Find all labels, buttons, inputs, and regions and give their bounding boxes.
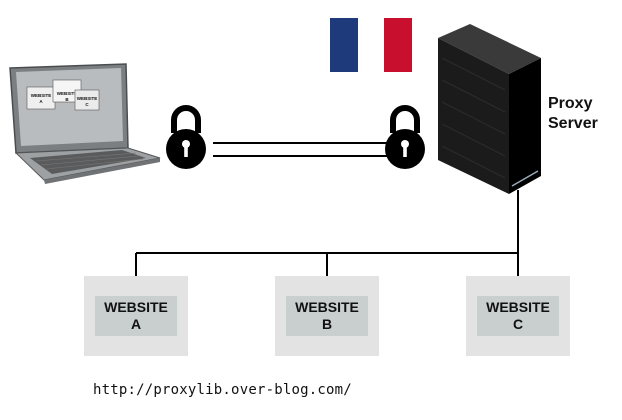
website-b-word: WEBSITE [295,299,359,315]
laptop-icon: WEBSITE A WEBSITE B WEBSITE C [9,63,161,184]
website-c-box: WEBSITE C [466,276,570,356]
laptop-window-c-letter: C [85,102,89,107]
website-c-tag: WEBSITE C [477,296,559,336]
padlock-icon [385,105,425,169]
tunnel-lines [213,142,388,157]
website-a-word: WEBSITE [104,299,168,315]
server-tower-icon [438,24,541,194]
website-a-letter: A [130,316,142,332]
proxy-label-line2: Server [548,115,598,132]
network-lines [135,190,519,276]
laptop-window-a-letter: A [39,99,43,104]
laptop-screen-windows: WEBSITE A WEBSITE B WEBSITE C [26,79,100,111]
website-b-letter: B [321,316,333,332]
source-url: http://proxylib.over-blog.com/ [93,382,352,398]
laptop-window-c-word: WEBSITE [77,96,98,101]
website-a-box: WEBSITE A [84,276,188,356]
website-c-word: WEBSITE [486,299,550,315]
padlock-icon [166,105,206,169]
laptop-window-a-word: WEBSITE [31,93,52,98]
website-b-tag: WEBSITE B [286,296,368,336]
laptop-window-b-letter: B [65,97,69,102]
website-b-box: WEBSITE B [275,276,379,356]
french-flag-icon [330,18,412,72]
proxy-server-label: Proxy Server [548,94,598,134]
website-c-letter: C [512,316,524,332]
proxy-label-line1: Proxy [548,95,593,112]
laptop-window-b-word: WEBSITE [57,91,78,96]
website-a-tag: WEBSITE A [95,296,177,336]
